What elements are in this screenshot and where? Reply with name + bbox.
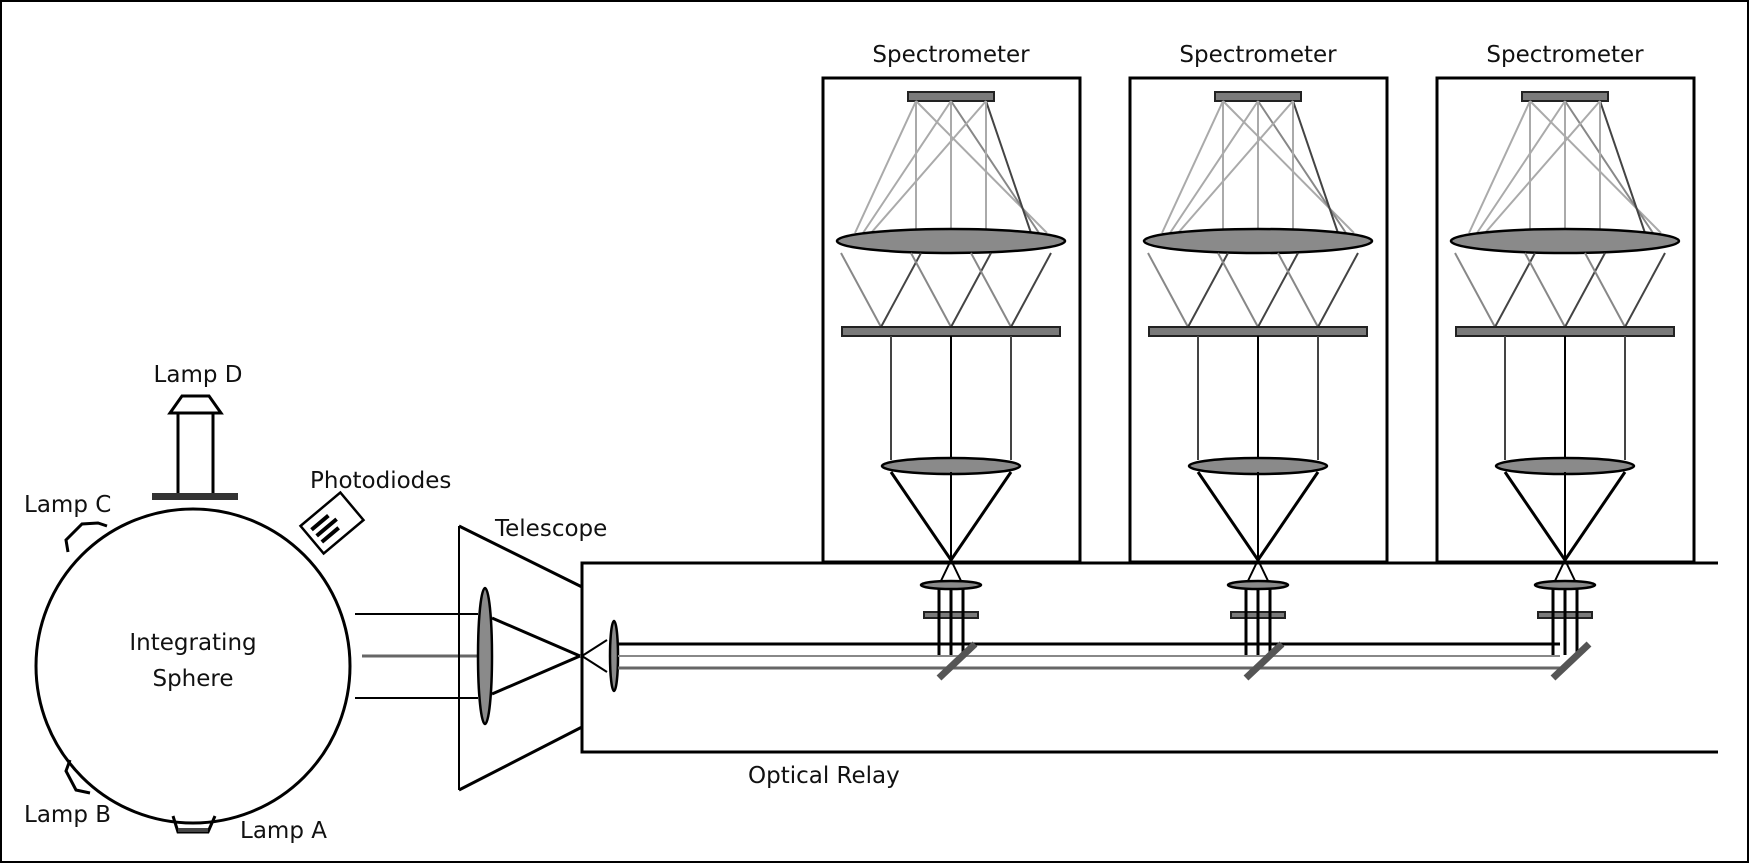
- spectrometer-label: Spectrometer: [1486, 42, 1644, 68]
- optical-relay-label: Optical Relay: [748, 763, 900, 789]
- relay-lens: [1226, 579, 1290, 591]
- telescope: Telescope: [458, 516, 607, 792]
- lamp-d-icon: [167, 394, 224, 415]
- optical-relay: Optical Relay: [580, 561, 1718, 789]
- spectrometer-1: Spectrometer: [821, 42, 1082, 681]
- lamp-b: Lamp B: [24, 759, 111, 828]
- spectrometer-label: Spectrometer: [1179, 42, 1337, 68]
- relay-lens: [1533, 579, 1597, 591]
- lamp-c-label: Lamp C: [24, 492, 111, 518]
- optical-relay-housing: [580, 561, 1718, 754]
- spectrometer-3: Spectrometer: [1435, 42, 1696, 681]
- spectrometers: Spectrometer Spectrometer Spectrometer: [821, 42, 1696, 681]
- sphere-label-line1: Integrating: [129, 630, 256, 656]
- collimating-lens: [1449, 227, 1681, 255]
- relay-lens: [919, 579, 983, 591]
- lamp-c-icon: [64, 521, 108, 553]
- relay-collimator-lens: [608, 619, 620, 693]
- grating: [1455, 326, 1675, 337]
- lamp-a: Lamp A: [171, 815, 327, 844]
- fold-mirror: [1550, 641, 1592, 681]
- collimating-lens: [835, 227, 1067, 255]
- sphere-label-line2: Sphere: [152, 666, 233, 692]
- lamp-b-icon: [64, 759, 91, 795]
- fold-mirror: [1243, 641, 1285, 681]
- lamp-c: Lamp C: [24, 492, 111, 553]
- spectrometer-2: Spectrometer: [1128, 42, 1389, 681]
- lamp-d-label: Lamp D: [154, 362, 243, 388]
- focusing-lens: [1187, 456, 1329, 476]
- photodiodes: Photodiodes: [298, 468, 451, 556]
- detector-plate: [1521, 91, 1609, 102]
- focusing-lens: [1494, 456, 1636, 476]
- focusing-lens: [880, 456, 1022, 476]
- sphere-outline: [34, 507, 352, 825]
- integrating-sphere: Integrating Sphere: [34, 507, 352, 825]
- lamp-d-mount: [152, 493, 238, 500]
- collimating-lens: [1142, 227, 1374, 255]
- detector-plate: [1214, 91, 1302, 102]
- grating: [841, 326, 1061, 337]
- telescope-label: Telescope: [494, 516, 607, 542]
- detector-plate: [907, 91, 995, 102]
- fold-mirror: [936, 641, 978, 681]
- lamp-d: Lamp D: [152, 362, 242, 500]
- grating: [1148, 326, 1368, 337]
- lamp-a-label: Lamp A: [240, 818, 327, 844]
- telescope-lens: [476, 586, 494, 726]
- photodiodes-label: Photodiodes: [310, 468, 451, 494]
- spectrometer-label: Spectrometer: [872, 42, 1030, 68]
- lamp-b-label: Lamp B: [24, 802, 111, 828]
